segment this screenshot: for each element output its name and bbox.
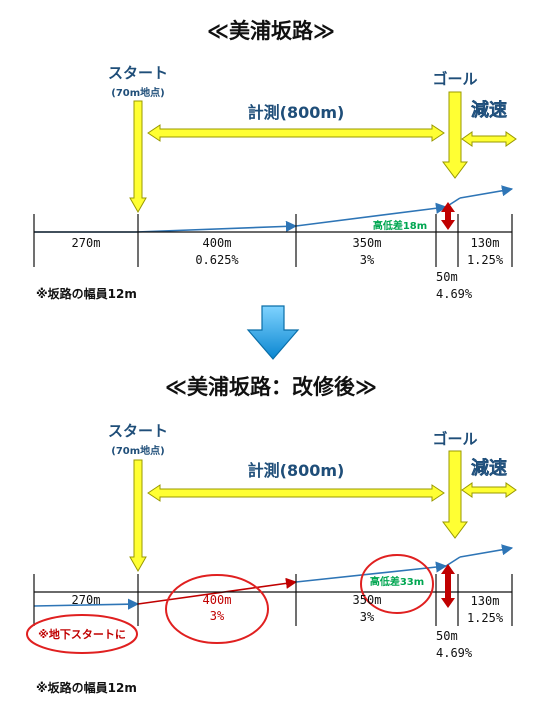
after-height-arrow bbox=[441, 564, 455, 608]
after-underground-note: ※地下スタートに bbox=[38, 627, 126, 641]
after-track-350 bbox=[295, 561, 448, 583]
before-seg-3-grade: 3% bbox=[360, 253, 375, 267]
after-start-label: スタート bbox=[108, 422, 168, 440]
after-seg-3-grade: 3% bbox=[360, 610, 375, 624]
before-seg-1-length: 270m bbox=[72, 236, 101, 250]
before-goal-down-arrow bbox=[442, 91, 468, 179]
after-seg-1-length: 270m bbox=[72, 593, 101, 607]
before-start-label: スタート bbox=[108, 64, 168, 82]
after-track-130 bbox=[459, 544, 514, 558]
before-seg-4-grade: 4.69% bbox=[436, 287, 473, 301]
after-seg-3-length: 350m bbox=[353, 593, 382, 607]
after-start-sub: (70m地点) bbox=[111, 444, 164, 457]
before-seg-2-length: 400m bbox=[203, 236, 232, 250]
before-note: ※坂路の幅員12m bbox=[36, 286, 137, 301]
after-seg-2-grade: 3% bbox=[210, 609, 225, 623]
before-track-400 bbox=[135, 220, 298, 233]
before-measure-label: 計測(800m) bbox=[248, 103, 345, 122]
after-measure-arrow bbox=[147, 484, 445, 502]
after-decel-label: 減速 bbox=[471, 457, 507, 479]
after-seg-4-length: 50m bbox=[436, 629, 458, 643]
before-height-arrow bbox=[441, 202, 455, 230]
before-section: ≪美浦坂路≫ スタート (70m地点) ゴール 計測(800m) 減速 高低差1… bbox=[33, 19, 517, 301]
before-seg-2-grade: 0.625% bbox=[195, 253, 239, 267]
before-start-down-arrow bbox=[129, 100, 147, 214]
after-400-highlight-circle bbox=[165, 574, 269, 644]
after-section: ≪美浦坂路：改修後≫ スタート (70m地点) ゴール 計測(800m) 減速 … bbox=[26, 375, 517, 695]
before-decel-arrow bbox=[461, 131, 517, 147]
before-measure-arrow bbox=[147, 124, 445, 142]
before-title: ≪美浦坂路≫ bbox=[207, 19, 335, 43]
down-arrow-icon bbox=[246, 305, 300, 360]
before-height-diff: 高低差18m bbox=[373, 219, 427, 232]
after-start-down-arrow bbox=[129, 459, 147, 573]
after-underground-circle bbox=[26, 614, 138, 654]
before-seg-3-length: 350m bbox=[353, 236, 382, 250]
after-height-diff: 高低差33m bbox=[370, 575, 424, 588]
before-start-sub: (70m地点) bbox=[111, 86, 164, 99]
before-seg-5-grade: 1.25% bbox=[467, 253, 504, 267]
after-decel-arrow bbox=[461, 482, 517, 498]
after-measure-label: 計測(800m) bbox=[248, 461, 345, 480]
before-decel-label: 減速 bbox=[471, 99, 507, 121]
after-seg-5-length: 130m bbox=[471, 594, 500, 608]
after-goal-down-arrow bbox=[442, 450, 468, 539]
after-goal-label: ゴール bbox=[432, 430, 477, 448]
before-track-130 bbox=[459, 185, 514, 199]
before-seg-5-length: 130m bbox=[471, 236, 500, 250]
after-height-highlight-circle bbox=[360, 554, 434, 614]
after-track-400-new bbox=[137, 577, 298, 605]
after-track-flat bbox=[33, 598, 140, 610]
after-note: ※坂路の幅員12m bbox=[36, 680, 137, 695]
after-seg-4-grade: 4.69% bbox=[436, 646, 473, 660]
after-title: ≪美浦坂路：改修後≫ bbox=[165, 375, 377, 399]
before-goal-label: ゴール bbox=[432, 70, 477, 88]
before-seg-4-length: 50m bbox=[436, 270, 458, 284]
before-track-350 bbox=[295, 202, 448, 227]
after-seg-5-grade: 1.25% bbox=[467, 611, 504, 625]
after-seg-2-length: 400m bbox=[203, 593, 232, 607]
